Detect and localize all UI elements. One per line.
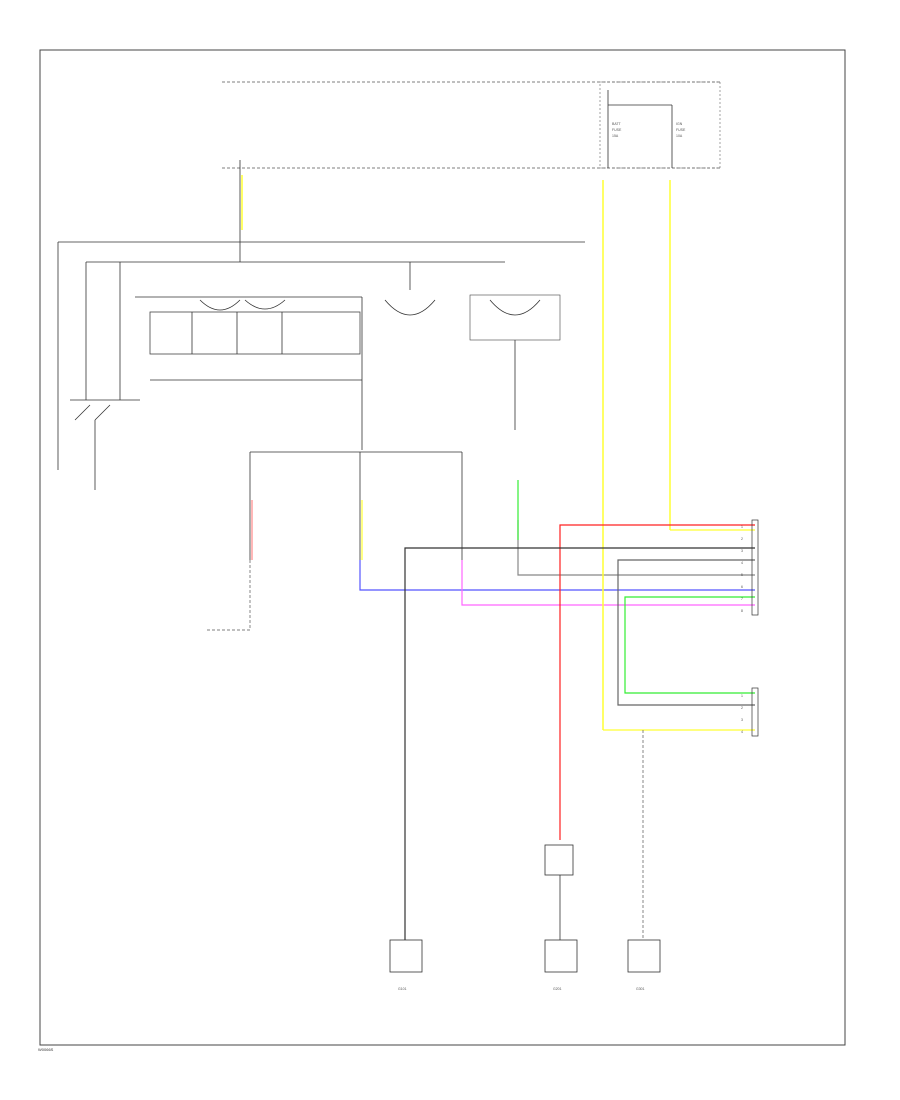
fuse-label-5: FUSE xyxy=(676,128,686,132)
pin-5: 5 xyxy=(741,573,743,577)
lower-pin-2: 2 xyxy=(741,706,743,710)
red-main-wire xyxy=(559,524,755,840)
relay-2-box xyxy=(469,294,561,341)
lower-connector xyxy=(751,687,759,737)
pin-7: 7 xyxy=(741,597,743,601)
black-ground-wire xyxy=(404,547,755,940)
fuse-label-1: BATT xyxy=(612,122,622,126)
pin-2: 2 xyxy=(741,537,743,541)
fuse-label-3: 15A xyxy=(612,134,619,138)
pin-4: 4 xyxy=(741,561,743,565)
lower-module xyxy=(544,844,574,876)
pink-signal-wire xyxy=(461,560,755,606)
lower-pin-1: 1 xyxy=(741,694,743,698)
fuse-block xyxy=(599,81,721,169)
fuse-label-6: 10A xyxy=(676,134,683,138)
ground-box-3 xyxy=(627,939,661,973)
diagram-border xyxy=(39,49,846,1046)
pin-1: 1 xyxy=(741,525,743,529)
module-coil-2 xyxy=(244,299,286,310)
main-connector xyxy=(751,519,759,616)
ground-label-2: G201 xyxy=(553,987,562,991)
fuse-label-4: IGN xyxy=(676,122,683,126)
fuse-label-2: FUSE xyxy=(612,128,622,132)
ground-label-3: G301 xyxy=(636,987,645,991)
pin-6: 6 xyxy=(741,585,743,589)
ground-box-1 xyxy=(389,939,423,973)
green-loop-wire xyxy=(624,596,755,694)
switch-module xyxy=(149,311,361,355)
pin-8: 8 xyxy=(741,609,743,613)
module-coil-1 xyxy=(199,299,241,311)
lower-left-signal xyxy=(205,560,251,631)
corner-code: W0066S xyxy=(38,1047,54,1052)
switch-arm-2 xyxy=(94,404,111,421)
ground-box-2 xyxy=(544,939,578,973)
relay-1-coil xyxy=(384,299,436,316)
relay-2-coil xyxy=(489,299,541,316)
pin-3: 3 xyxy=(741,549,743,553)
switch-arm-1 xyxy=(74,404,91,421)
lower-pin-3: 3 xyxy=(741,718,743,722)
gray-loop-outer xyxy=(617,559,755,706)
blue-signal-wire xyxy=(359,560,755,591)
lower-pin-4: 4 xyxy=(741,730,743,734)
ground-label-1: G101 xyxy=(398,987,407,991)
